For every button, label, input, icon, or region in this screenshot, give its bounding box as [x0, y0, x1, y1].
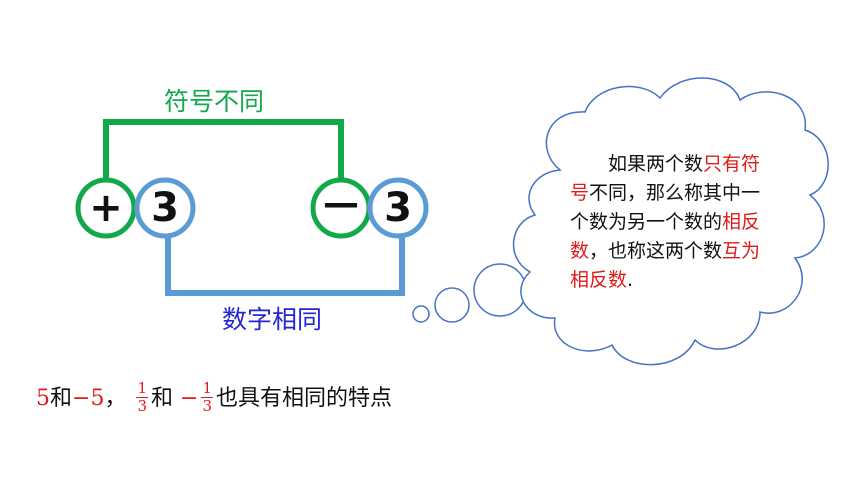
- definition-part: ，也称这两个数: [589, 240, 723, 262]
- right-digit-circle: [367, 177, 429, 239]
- right-digit: 3: [384, 185, 412, 231]
- example-comma: ，: [104, 386, 127, 411]
- sign-different-label: 符号不同: [164, 87, 265, 116]
- definition-part: 不同，那么称其中一个数为另一个数的: [570, 182, 761, 233]
- thought-cloud: [513, 77, 829, 366]
- thought-bubble-large: [473, 263, 527, 317]
- example-and-1: 和: [50, 386, 73, 411]
- definition-part: .: [627, 269, 634, 291]
- digit-bracket-line: [165, 232, 405, 296]
- left-digit-circle: [134, 177, 196, 239]
- example-tail: 也具有相同的特点: [216, 386, 393, 411]
- example-minus-sign: −: [180, 386, 199, 411]
- thought-bubble-small: [412, 305, 430, 323]
- digit-same-label: 数字相同: [222, 305, 323, 334]
- thought-bubble-medium: [434, 287, 470, 323]
- left-sign-circle: [75, 177, 137, 239]
- example-five: 5: [36, 386, 50, 411]
- definition-highlight: 相反数: [570, 211, 761, 262]
- definition-highlight: 只有符号: [570, 153, 761, 204]
- example-minus-five: −5: [72, 386, 105, 411]
- definition-text: 如果两个数只有符号不同，那么称其中一个数为另一个数的相反数，也称这两个数互为相反…: [570, 150, 770, 295]
- example-and-2: 和: [151, 386, 174, 411]
- definition-highlight: 互为相反数: [570, 240, 761, 291]
- left-plus-sign: +: [89, 185, 123, 231]
- sign-bracket-line: [103, 119, 344, 180]
- right-minus-sign: —: [323, 183, 359, 224]
- left-digit: 3: [151, 185, 179, 231]
- definition-part: 如果两个数: [608, 153, 704, 175]
